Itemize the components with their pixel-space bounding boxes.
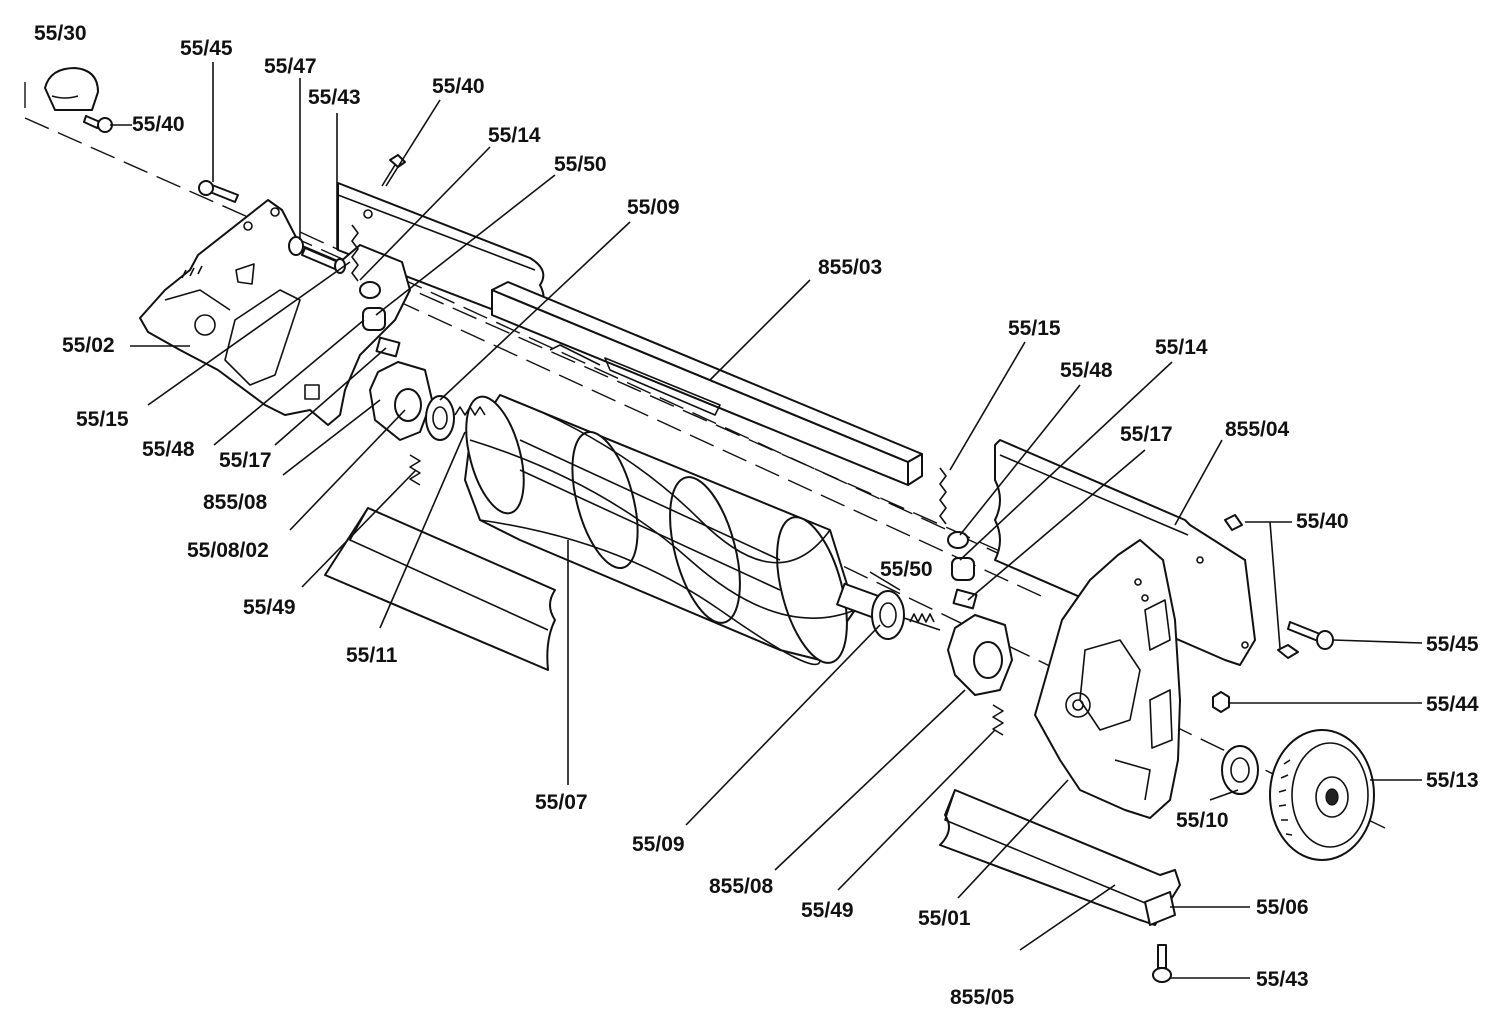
label-55-15: 55/15 <box>1008 317 1061 340</box>
label-55-48: 55/48 <box>142 438 195 461</box>
label-55-17: 55/17 <box>1120 423 1173 446</box>
label-55-40: 55/40 <box>132 113 185 136</box>
label-55-14: 55/14 <box>488 124 541 147</box>
label-55-09: 55/09 <box>627 196 680 219</box>
label-55-44: 55/44 <box>1426 693 1479 716</box>
label-55-45: 55/45 <box>1426 633 1479 656</box>
label-55-10: 55/10 <box>1176 809 1229 832</box>
label-55-15: 55/15 <box>76 408 129 431</box>
label-55-43: 55/43 <box>308 86 361 109</box>
label-855-03: 855/03 <box>818 256 882 279</box>
label-55-43: 55/43 <box>1256 968 1309 991</box>
label-55-47: 55/47 <box>264 55 317 78</box>
front-roller-bar-855-03 <box>337 182 923 486</box>
label-55-48: 55/48 <box>1060 359 1113 382</box>
right-bearing-group <box>871 467 1013 736</box>
label-55-49: 55/49 <box>801 899 854 922</box>
label-55-50: 55/50 <box>554 153 607 176</box>
label-55-50: 55/50 <box>880 558 933 581</box>
label-855-08: 855/08 <box>709 875 774 898</box>
label-855-08: 855/08 <box>203 491 268 514</box>
left-bearing-group <box>351 224 486 486</box>
wheel-55-13 <box>1212 691 1375 861</box>
part-labels: 55/30 55/45 55/47 55/43 55/40 55/40 55/1… <box>34 22 1479 1009</box>
fasteners <box>44 67 1334 983</box>
label-55-08-02: 55/08/02 <box>187 539 269 562</box>
label-55-11: 55/11 <box>346 644 398 667</box>
label-855-05: 855/05 <box>950 986 1015 1009</box>
cutting-cylinder-55-07 <box>464 394 941 666</box>
label-855-04: 855/04 <box>1225 418 1290 441</box>
label-55-45: 55/45 <box>180 37 233 60</box>
label-55-02: 55/02 <box>62 334 115 357</box>
label-55-07: 55/07 <box>535 791 588 814</box>
right-side-plate-55-01 <box>1034 539 1181 819</box>
label-55-17: 55/17 <box>219 449 272 472</box>
label-55-06: 55/06 <box>1256 896 1309 919</box>
label-55-01: 55/01 <box>918 907 971 930</box>
label-55-49: 55/49 <box>243 596 296 619</box>
leader-lines <box>110 62 1423 979</box>
label-55-40: 55/40 <box>1296 510 1349 533</box>
label-55-13: 55/13 <box>1426 769 1479 792</box>
label-55-30: 55/30 <box>34 22 87 45</box>
label-55-40: 55/40 <box>432 75 485 98</box>
bottom-blade-855-05 <box>324 507 1181 926</box>
label-55-09: 55/09 <box>632 833 685 856</box>
label-55-14: 55/14 <box>1155 336 1208 359</box>
